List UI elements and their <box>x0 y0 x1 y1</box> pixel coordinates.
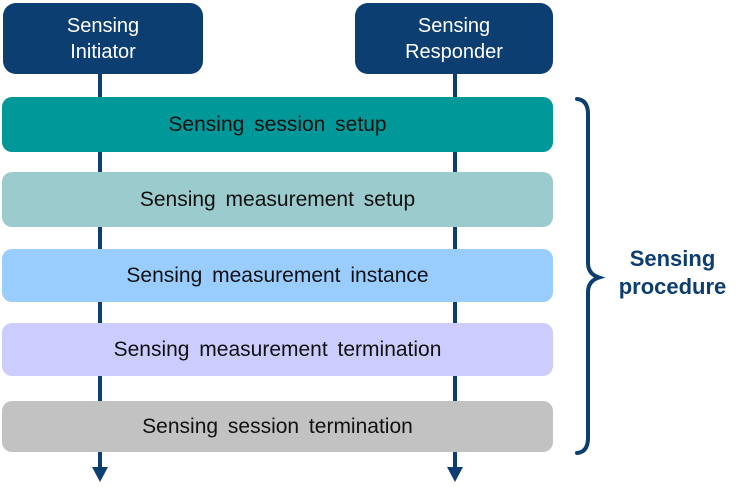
entity-sensing-responder: Sensing Responder <box>355 3 553 74</box>
phase-band-measurement-setup: Sensing measurement setup <box>2 172 553 227</box>
procedure-brace-icon <box>575 97 606 455</box>
phase-band-session-setup: Sensing session setup <box>2 97 553 152</box>
initiator-arrowhead-icon <box>92 467 108 482</box>
entity-sensing-initiator: Sensing Initiator <box>3 3 203 74</box>
responder-arrowhead-icon <box>447 467 463 482</box>
phase-band-session-termination: Sensing session termination <box>2 401 553 452</box>
phase-band-measurement-instance: Sensing measurement instance <box>2 249 553 302</box>
procedure-label: Sensing procedure <box>618 246 727 299</box>
phase-band-measurement-termination: Sensing measurement termination <box>2 323 553 376</box>
procedure-brace-path <box>575 97 606 455</box>
